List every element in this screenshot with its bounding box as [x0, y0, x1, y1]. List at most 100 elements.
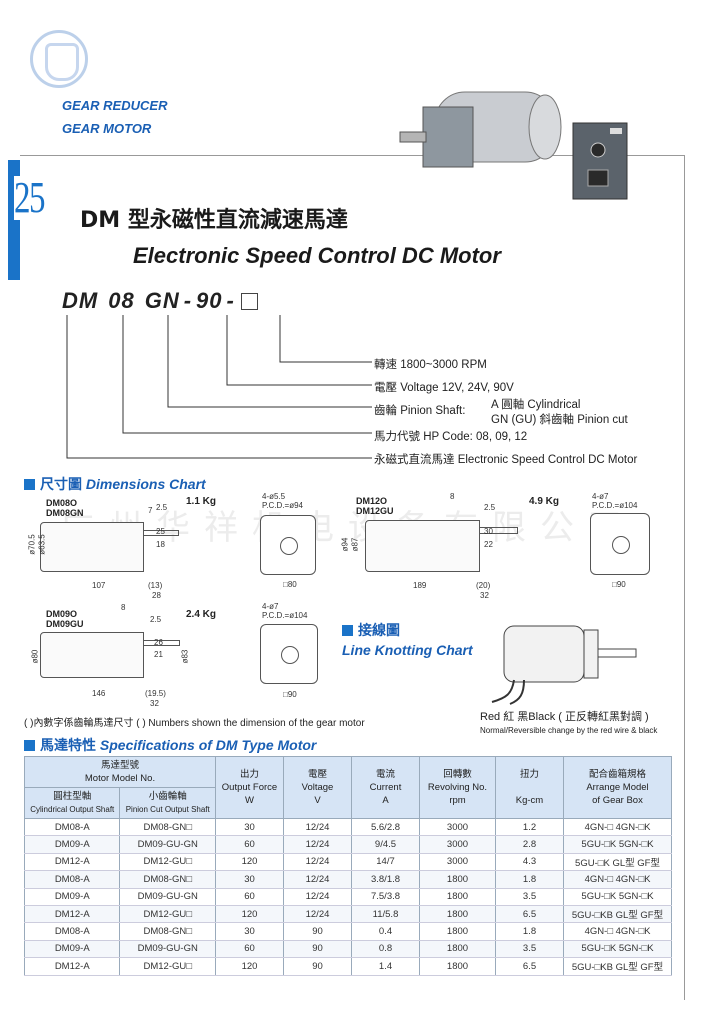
header-cylindrical-en: Cylindrical Output Shaft: [30, 805, 115, 814]
table-cell: 3.5: [495, 888, 564, 906]
table-cell: 12/24: [283, 853, 352, 872]
dm12-pcd: P.C.D.=ø104: [592, 501, 638, 510]
table-cell: 1.4: [351, 957, 420, 976]
dm08-dim-total: 28: [152, 591, 161, 600]
legend-speed: 轉速 1800~3000 RPM: [374, 359, 487, 371]
brand-line-1: GEAR REDUCER: [62, 98, 168, 113]
dm12-dim-total: 32: [480, 591, 489, 600]
header-torque-zh: 扭力: [519, 769, 539, 780]
brand-line-2: GEAR MOTOR: [62, 121, 152, 136]
dm12-dim-dia2: ø87: [350, 537, 360, 552]
wiring-title-en: Line Knotting Chart: [342, 642, 473, 658]
dm08-dim-a: 7: [148, 506, 153, 515]
dm12-front-view: [590, 513, 650, 575]
company-logo: [30, 30, 88, 88]
model-code-part: 90: [196, 288, 223, 313]
table-cell: 0.8: [351, 940, 420, 959]
header-output-unit: W: [245, 795, 254, 806]
table-cell: DM09-A: [23, 835, 121, 854]
header-gearbox-en: Arrange Model: [586, 782, 649, 793]
model-code-part: -: [226, 288, 235, 313]
table-cell: 5GU-□K 5GN-□K: [563, 835, 672, 854]
table-cell: 12/24: [283, 818, 352, 837]
dm08-side-view: [40, 522, 144, 572]
header-model-zh: 馬達型號: [100, 760, 139, 771]
legend-motor: 永磁式直流馬達 Electronic Speed Control DC Moto…: [374, 454, 638, 466]
table-cell: DM08-A: [23, 870, 121, 889]
table-cell: 6.5: [495, 957, 564, 976]
legend-pinion-gn: GN (GU) 斜齒軸 Pinion cut: [491, 414, 628, 426]
table-cell: 60: [215, 888, 284, 906]
header-torque: 扭力 Kg-cm: [495, 756, 564, 819]
table-cell: DM08-GN□: [119, 870, 216, 889]
legend-pinion: 齒輪 Pinion Shaft:: [374, 405, 466, 417]
table-cell: DM09-GU-GN: [119, 940, 216, 959]
table-cell: 30: [215, 818, 284, 837]
dm09-dim-front: □90: [283, 690, 297, 699]
model-code-part: DM: [62, 288, 99, 313]
dm08-label: DM08O DM08GN: [46, 498, 84, 518]
table-cell: 6.5: [495, 905, 564, 924]
motor-product-image: [399, 91, 562, 168]
table-cell: DM08-GN□: [119, 818, 216, 837]
table-cell: DM09-A: [23, 940, 121, 959]
table-cell: 9/4.5: [351, 835, 420, 854]
header-gearbox-zh: 配合齒箱規格: [588, 769, 646, 780]
dm09-dim-dia1: ø80: [30, 649, 40, 664]
dm12-dim-len: 189: [413, 581, 427, 590]
table-cell: 12/24: [283, 870, 352, 889]
table-cell: 60: [215, 835, 284, 854]
table-cell: DM08-A: [23, 818, 121, 837]
table-cell: 4GN-□ 4GN-□K: [563, 818, 672, 837]
dm09-holes: 4-ø7: [262, 602, 279, 611]
model-code-leader-lines: [66, 315, 372, 459]
table-cell: 90: [283, 940, 352, 959]
table-cell: 11/5.8: [351, 905, 420, 924]
table-cell: 3.8/1.8: [351, 870, 420, 889]
table-cell: 4GN-□ 4GN-□K: [563, 870, 672, 889]
table-cell: DM12-GU□: [119, 957, 216, 976]
dm08-holes: 4-ø5.5: [262, 492, 286, 501]
frame-top-rule: [20, 155, 684, 156]
header-pinion-en: Pinion Cut Output Shaft: [125, 805, 210, 814]
header-voltage-zh: 電壓: [307, 769, 327, 780]
table-cell: 5GU-□K GL型 GF型: [563, 853, 672, 872]
table-cell: 1800: [419, 870, 496, 889]
table-cell: 90: [283, 957, 352, 976]
dm08-front-view: [260, 515, 316, 575]
table-cell: 120: [215, 905, 284, 924]
table-cell: 14/7: [351, 853, 420, 872]
dm09-front-view: [260, 624, 318, 684]
dm08-dim-d1: 25: [156, 527, 165, 536]
header-pinion-zh: 小齒輪軸: [148, 791, 187, 802]
dimensions-title-zh: 尺寸圖: [40, 476, 82, 492]
table-cell: DM12-A: [23, 957, 121, 976]
dm12-dim-tail: (20): [476, 581, 491, 590]
page-title-zh: DM 型永磁性直流減速馬達: [80, 208, 348, 233]
table-cell: DM12-A: [23, 853, 121, 872]
header-current-unit: A: [382, 795, 389, 806]
legend-pinion-a: A 圓軸 Cylindrical: [491, 399, 581, 411]
table-cell: 3000: [419, 818, 496, 837]
header-cylindrical-zh: 圓柱型軸: [53, 791, 92, 802]
specs-title-en: Specifications of DM Type Motor: [99, 737, 317, 753]
wiring-title-zh: 接線圖: [358, 622, 400, 638]
table-cell: 0.4: [351, 922, 420, 941]
dm08-weight: 1.1 Kg: [186, 496, 217, 507]
dm08-pcd: P.C.D.=ø94: [262, 501, 303, 510]
table-cell: 1.2: [495, 818, 564, 837]
dm12-dim-d2: 22: [484, 540, 493, 549]
table-cell: 3000: [419, 835, 496, 854]
wiring-caption-en: Normal/Reversible change by the red wire…: [480, 726, 658, 735]
